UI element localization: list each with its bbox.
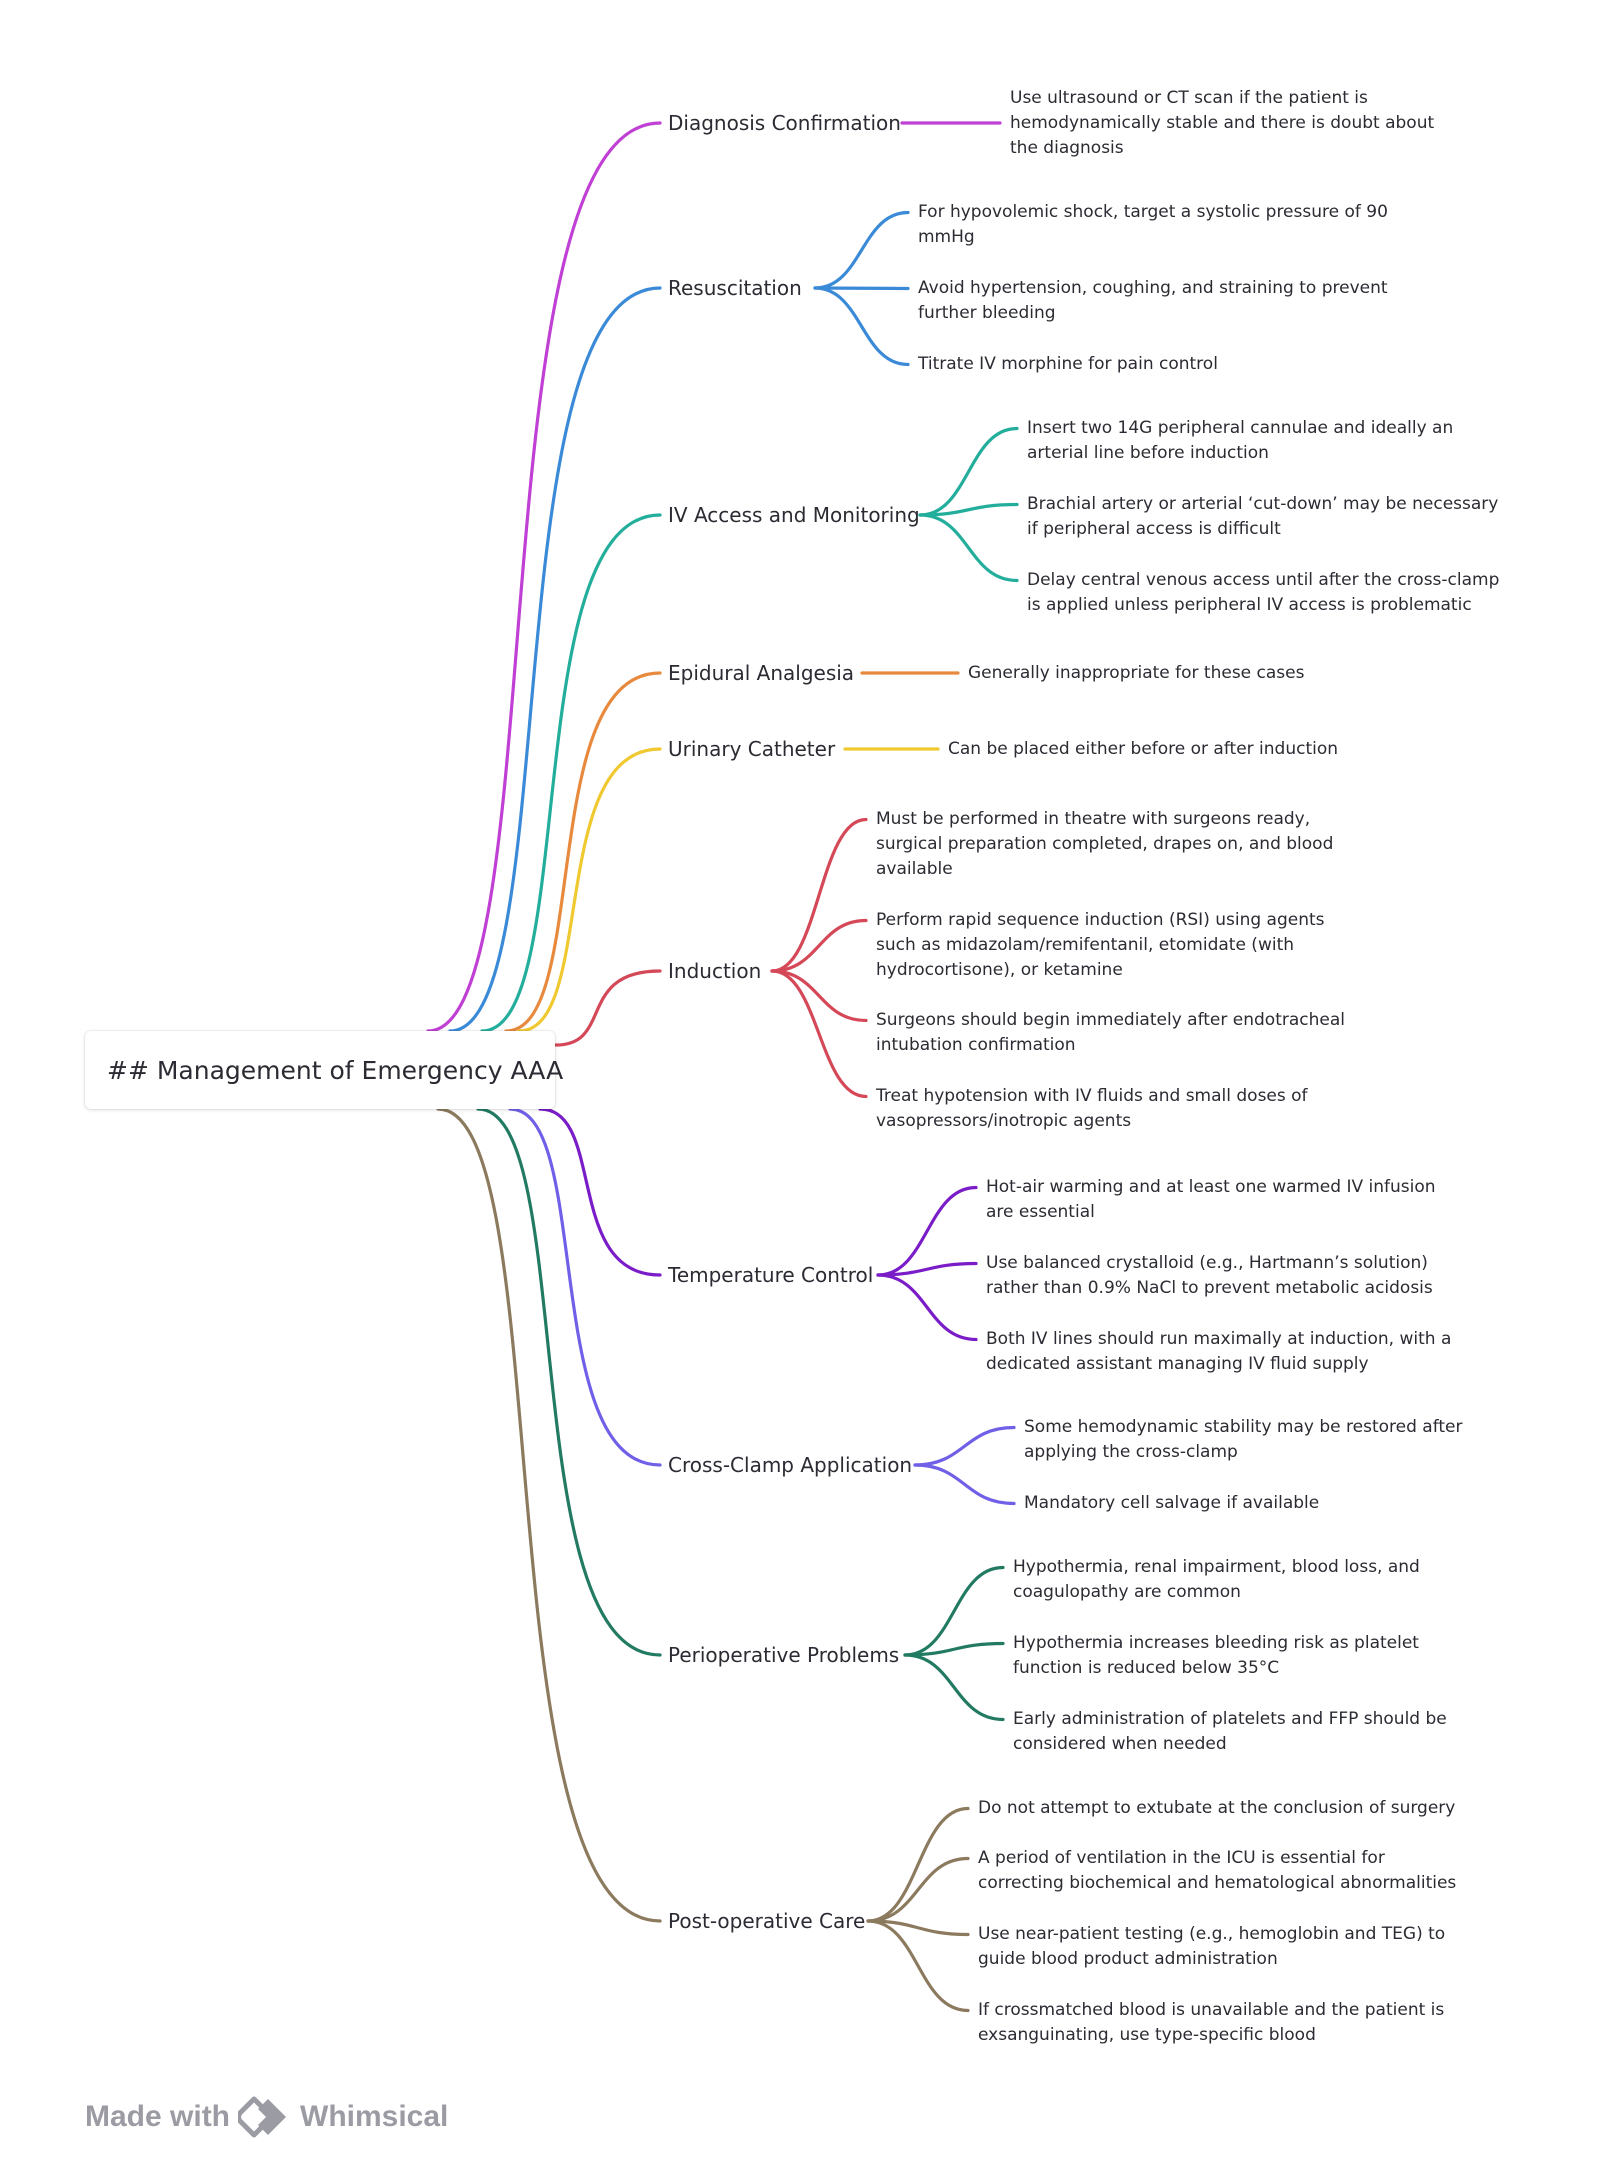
leaf-post-operative-care-3[interactable]: Use near-patient testing (e.g., hemoglob… [978, 1924, 1446, 1969]
leaf-temperature-control-2[interactable]: Use balanced crystalloid (e.g., Hartmann… [986, 1253, 1433, 1298]
leaf-connector-cross-clamp-application-1 [913, 1425, 1016, 1467]
leaf-connector-perioperative-problems-2 [903, 1641, 1005, 1657]
leaf-epidural-analgesia-1[interactable]: Generally inappropriate for these cases [968, 663, 1305, 683]
leaf-iv-access-and-monitoring-2[interactable]: Brachial artery or arterial ‘cut-down’ m… [1027, 494, 1499, 539]
leaf-connector-iv-access-and-monitoring-3 [918, 513, 1019, 583]
leaf-connector-resuscitation-3 [813, 286, 910, 367]
footer-badge[interactable]: Made with Whimsical [85, 2095, 448, 2139]
branch-epidural-analgesia[interactable]: Epidural Analgesia [668, 661, 855, 685]
leaf-temperature-control-3[interactable]: Both IV lines should run maximally at in… [986, 1329, 1452, 1374]
branch-iv-access-and-monitoring[interactable]: IV Access and Monitoring [668, 503, 920, 527]
connector-cross-clamp-application [508, 1107, 662, 1467]
leaf-resuscitation-2[interactable]: Avoid hypertension, coughing, and strain… [918, 278, 1388, 323]
leaf-connector-induction-2 [770, 918, 868, 973]
leaf-resuscitation-3[interactable]: Titrate IV morphine for pain control [918, 354, 1218, 374]
leaf-connector-post-operative-care-4 [866, 1919, 970, 2013]
connector-urinary-catheter [517, 747, 662, 1033]
branch-cross-clamp-application[interactable]: Cross-Clamp Application [668, 1453, 913, 1477]
brand-label: Whimsical [300, 2100, 449, 2133]
leaf-connector-induction-1 [770, 817, 868, 973]
connector-perioperative-problems [476, 1107, 662, 1657]
leaf-connector-temperature-control-3 [876, 1273, 978, 1342]
leaf-cross-clamp-application-1[interactable]: Some hemodynamic stability may be restor… [1024, 1417, 1463, 1462]
leaf-induction-4[interactable]: Treat hypotension with IV fluids and sma… [876, 1086, 1308, 1131]
leaf-perioperative-problems-3[interactable]: Early administration of platelets and FF… [1013, 1709, 1447, 1754]
branch-urinary-catheter[interactable]: Urinary Catheter [668, 737, 836, 761]
leaf-connector-cross-clamp-application-2 [913, 1463, 1016, 1506]
leaf-connector-resuscitation-2 [813, 286, 910, 291]
leaf-iv-access-and-monitoring-1[interactable]: Insert two 14G peripheral cannulae and i… [1027, 418, 1454, 463]
leaf-connector-post-operative-care-2 [866, 1856, 970, 1923]
leaf-iv-access-and-monitoring-3[interactable]: Delay central venous access until after … [1027, 570, 1500, 615]
leaf-post-operative-care-2[interactable]: A period of ventilation in the ICU is es… [978, 1848, 1457, 1893]
connector-temperature-control [538, 1107, 662, 1277]
connector-post-operative-care [436, 1107, 662, 1923]
leaf-connector-induction-3 [770, 969, 868, 1023]
branch-induction[interactable]: Induction [668, 959, 762, 983]
whimsical-logo-icon [238, 2096, 287, 2138]
leaf-connector-induction-4 [770, 969, 868, 1099]
connector-epidural-analgesia [504, 671, 662, 1033]
branch-resuscitation[interactable]: Resuscitation [668, 276, 802, 300]
leaf-perioperative-problems-1[interactable]: Hypothermia, renal impairment, blood los… [1013, 1557, 1420, 1602]
leaf-connector-post-operative-care-1 [866, 1806, 970, 1923]
connector-resuscitation [448, 286, 662, 1033]
leaf-diagnosis-confirmation-1[interactable]: Use ultrasound or CT scan if the patient… [1010, 88, 1435, 158]
connector-iv-access-and-monitoring [480, 513, 662, 1033]
leaf-connector-perioperative-problems-3 [903, 1653, 1005, 1722]
leaf-induction-1[interactable]: Must be performed in theatre with surgeo… [876, 809, 1334, 879]
leaf-resuscitation-1[interactable]: For hypovolemic shock, target a systolic… [918, 202, 1388, 247]
made-with-label: Made with [85, 2100, 231, 2133]
connector-induction [554, 969, 662, 1047]
branch-perioperative-problems[interactable]: Perioperative Problems [668, 1643, 900, 1667]
leaf-connector-iv-access-and-monitoring-2 [918, 502, 1019, 517]
leaf-perioperative-problems-2[interactable]: Hypothermia increases bleeding risk as p… [1013, 1633, 1419, 1678]
root-title: ## Management of Emergency AAA [107, 1055, 564, 1085]
leaf-induction-3[interactable]: Surgeons should begin immediately after … [876, 1010, 1345, 1055]
leaf-temperature-control-1[interactable]: Hot-air warming and at least one warmed … [986, 1177, 1436, 1222]
branch-diagnosis-confirmation[interactable]: Diagnosis Confirmation [668, 111, 901, 135]
branch-temperature-control[interactable]: Temperature Control [668, 1263, 874, 1287]
leaf-post-operative-care-1[interactable]: Do not attempt to extubate at the conclu… [978, 1798, 1456, 1818]
leaf-induction-2[interactable]: Perform rapid sequence induction (RSI) u… [876, 910, 1325, 980]
leaf-post-operative-care-4[interactable]: If crossmatched blood is unavailable and… [978, 2000, 1445, 2045]
leaf-connector-perioperative-problems-1 [903, 1565, 1005, 1657]
root-node[interactable]: ## Management of Emergency AAA [85, 1031, 563, 1109]
leaf-connector-temperature-control-2 [876, 1261, 978, 1277]
leaf-connector-post-operative-care-3 [866, 1919, 970, 1937]
branch-post-operative-care[interactable]: Post-operative Care [668, 1909, 866, 1933]
connector-diagnosis-confirmation [426, 121, 662, 1033]
leaf-urinary-catheter-1[interactable]: Can be placed either before or after ind… [948, 739, 1339, 759]
leaf-connector-resuscitation-1 [813, 210, 910, 290]
leaf-cross-clamp-application-2[interactable]: Mandatory cell salvage if available [1024, 1493, 1320, 1513]
leaf-connector-iv-access-and-monitoring-1 [918, 426, 1019, 517]
leaf-connector-temperature-control-1 [876, 1185, 978, 1277]
